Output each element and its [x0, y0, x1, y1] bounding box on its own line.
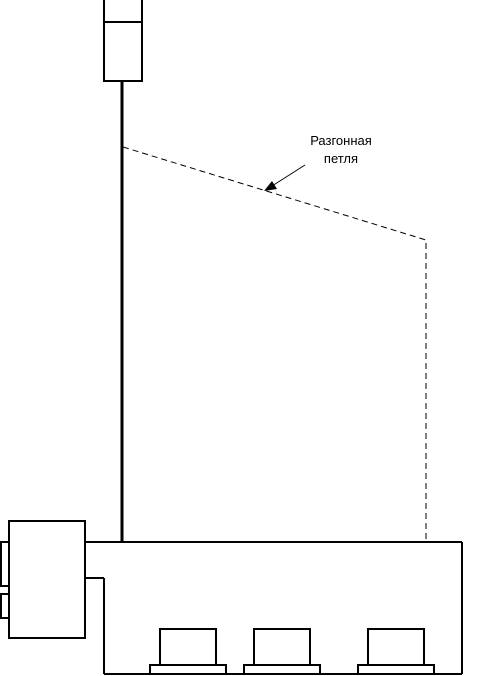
pump-block: [0, 520, 86, 639]
acceleration-loop-dashed: [122, 146, 427, 541]
annotation-label-line2: петля: [324, 151, 358, 166]
bottom-unit-2: [243, 628, 321, 675]
pump-port-upper: [0, 541, 10, 587]
tank-body: [103, 21, 143, 82]
pump-port-lower: [0, 593, 10, 619]
annotation-label-line1: Разгонная: [310, 133, 372, 148]
bottom-unit-3: [357, 628, 435, 675]
bottom-unit-1: [149, 628, 227, 675]
pump-body: [8, 520, 86, 639]
annotation-leader-arrow: [264, 164, 306, 191]
expansion-tank: [103, 0, 143, 82]
